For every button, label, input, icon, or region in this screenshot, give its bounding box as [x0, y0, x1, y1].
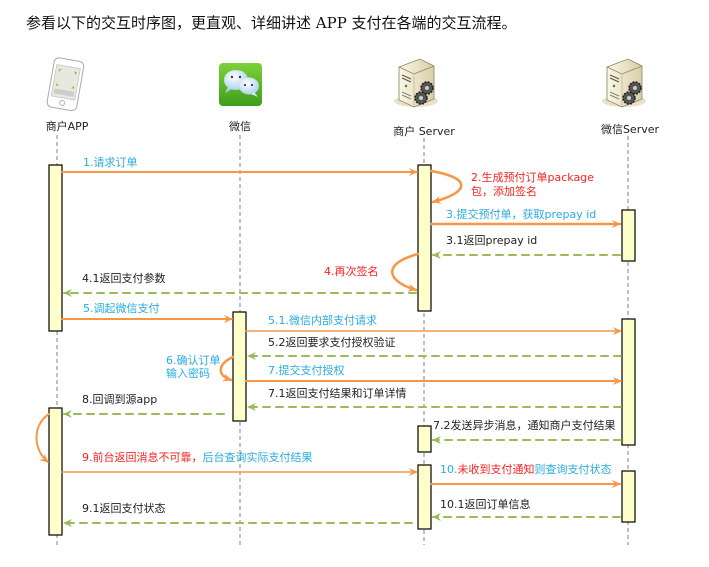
activation-app-1 — [48, 164, 63, 332]
actor-label-wechat: 微信 — [229, 119, 251, 133]
label-m4: 4.再次签名 — [324, 264, 379, 278]
label-m7: 7.提交支付授权 — [268, 363, 345, 377]
wechat-icon — [219, 63, 262, 106]
label-m8: 8.回调到源app — [82, 392, 157, 406]
arrow-m9-curve — [35, 413, 50, 463]
activation-wechat — [232, 311, 247, 422]
intro-text: 参看以下的交互时序图，更直观、详细讲述 APP 支付在各端的交互流程。 — [26, 14, 517, 32]
label-m5: 5.调起微信支付 — [83, 301, 160, 315]
activation-mserver-3 — [417, 464, 432, 530]
label-m2-line2: 包，添加签名 — [471, 184, 537, 198]
label-m3-1: 3.1返回prepay id — [446, 234, 537, 247]
label-m2-line1: 2.生成预付订单package — [471, 170, 594, 184]
activation-wserver-3 — [621, 470, 636, 523]
arrow-m6 — [219, 355, 235, 382]
label-m6-line2: 输入密码 — [166, 366, 210, 380]
label-m1: 1.请求订单 — [83, 156, 138, 169]
actor-label-merchant-server: 商户 Server — [393, 124, 455, 138]
label-m9-part-red: 9.前台返回消息不可靠， — [82, 450, 203, 464]
label-m10-part-1: 10. — [440, 463, 458, 476]
phone-icon — [46, 57, 85, 112]
label-m9: 9.前台返回消息不可靠，后台查询实际支付结果 — [82, 450, 313, 464]
activation-app-2 — [48, 407, 63, 536]
arrow-m4 — [391, 252, 420, 292]
label-m7-2: 7.2发送异步消息，通知商户支付结果 — [433, 418, 616, 432]
actor-label-wechat-server: 微信Server — [601, 122, 660, 136]
activation-wserver-2 — [621, 318, 636, 446]
activation-mserver-1 — [417, 164, 432, 312]
label-m10-1: 10.1返回订单信息 — [440, 497, 531, 511]
label-m5-2: 5.2返回要求支付授权验证 — [268, 335, 396, 349]
label-m10-part-2: 未收到支付通知 — [458, 462, 535, 476]
label-m4-1: 4.1返回支付参数 — [82, 271, 166, 285]
arrow-m2 — [429, 169, 463, 204]
server-icon — [602, 58, 646, 108]
label-m10: 10.未收到支付通知则查询支付状态 — [440, 462, 612, 476]
activation-wserver-1 — [621, 209, 636, 262]
activation-mserver-2 — [417, 425, 432, 453]
label-m3: 3.提交预付单，获取prepay id — [446, 207, 596, 221]
server-icon — [394, 58, 438, 108]
label-m9-1: 9.1返回支付状态 — [82, 501, 166, 515]
actor-label-merchant-app: 商户APP — [46, 119, 89, 133]
label-m10-part-3: 则查询支付状态 — [535, 462, 612, 476]
label-m6-line1: 6.确认订单 — [166, 354, 221, 367]
label-m9-part-blue: 后台查询实际支付结果 — [203, 450, 313, 464]
label-m5-1: 5.1.微信内部支付请求 — [268, 313, 377, 327]
label-m7-1: 7.1返回支付结果和订单详情 — [268, 386, 407, 400]
